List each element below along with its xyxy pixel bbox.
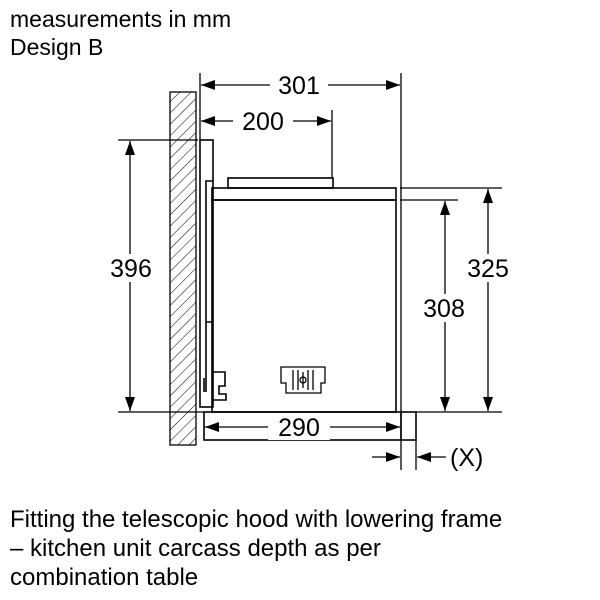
dim-200-label: 200: [242, 108, 284, 136]
hood-drawing: [199, 139, 417, 441]
dim-301-label: 301: [278, 72, 320, 100]
filter-icon: [280, 366, 326, 394]
dim-x-label: (X): [450, 444, 483, 472]
dim-325-label: 325: [467, 255, 509, 283]
design-label: Design B: [10, 34, 104, 60]
dim-308-label: 308: [423, 295, 465, 323]
caption-line: – kitchen unit carcass depth as per: [10, 535, 381, 562]
units-note: measurements in mm: [10, 6, 232, 32]
caption-line: combination table: [10, 564, 199, 591]
dim-396-label: 396: [110, 255, 152, 283]
caption: Fitting the telescopic hood with lowerin…: [10, 505, 595, 592]
dim-290-label: 290: [278, 414, 320, 442]
caption-line: Fitting the telescopic hood with lowerin…: [10, 506, 503, 533]
wall: [169, 91, 197, 446]
